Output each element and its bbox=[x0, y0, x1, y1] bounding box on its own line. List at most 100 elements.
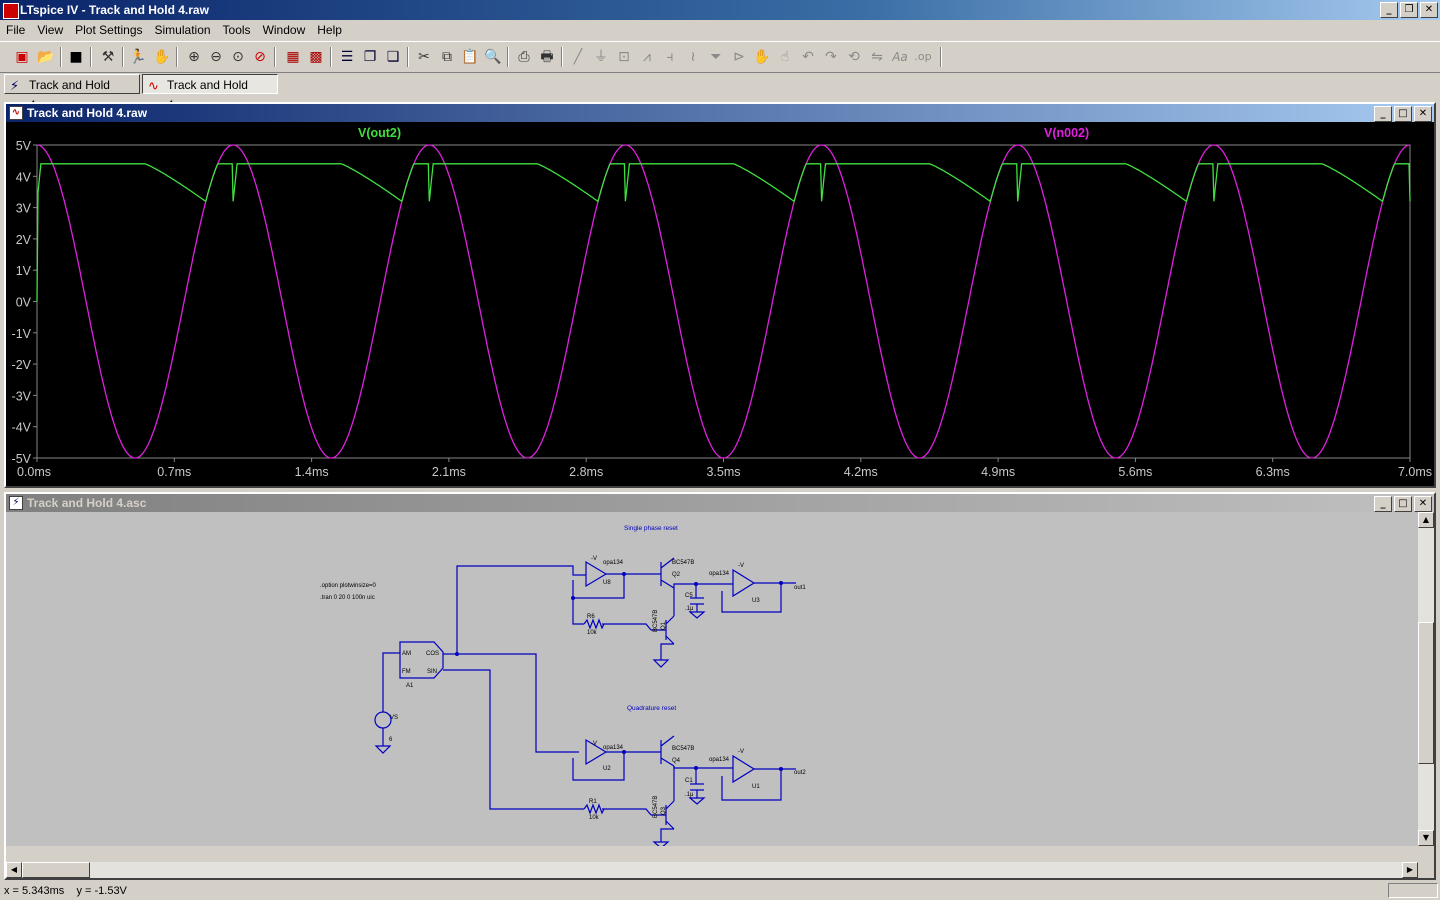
net-label-out2[interactable]: out2 bbox=[794, 770, 806, 776]
tile-icon[interactable]: ☰ bbox=[340, 49, 354, 65]
toolbar-separator bbox=[940, 47, 942, 67]
spice-directive-option[interactable]: .option plotwinsize=0 bbox=[320, 583, 377, 589]
menu-window[interactable]: Window bbox=[262, 23, 306, 37]
cascade-icon[interactable]: ❐ bbox=[363, 49, 377, 65]
cut-icon[interactable]: ✂ bbox=[418, 49, 430, 65]
horizontal-scroll-thumb[interactable] bbox=[22, 862, 90, 878]
zoom-out-icon[interactable]: ⊖ bbox=[210, 49, 222, 65]
tab-waveform[interactable]: ∿ Track and Hold 4.raw bbox=[142, 74, 278, 112]
capacitor-ref-c5: C5 bbox=[685, 593, 693, 599]
arrange-icon[interactable]: ❏ bbox=[386, 49, 400, 65]
schematic-horizontal-scrollbar[interactable]: ◀ ▶ bbox=[6, 862, 1418, 878]
component-icon[interactable]: ⊳ bbox=[733, 49, 745, 65]
new-schematic-icon[interactable]: ▣ bbox=[15, 49, 29, 65]
menu-simulation[interactable]: Simulation bbox=[154, 23, 211, 37]
move-icon[interactable]: ✋ bbox=[753, 49, 771, 65]
resistor-icon[interactable]: ⩘ bbox=[643, 49, 651, 65]
capacitor-icon[interactable]: ⫞ bbox=[666, 49, 674, 65]
opamp-u3[interactable] bbox=[732, 568, 756, 598]
minimize-button[interactable]: _ bbox=[1380, 2, 1398, 18]
find-icon[interactable]: 🔍 bbox=[484, 49, 502, 65]
tab-schematic[interactable]: ⚡ Track and Hold 4.asc bbox=[4, 74, 140, 112]
zoom-cancel-icon[interactable]: ⊘ bbox=[254, 49, 266, 65]
ltspice-app-icon[interactable] bbox=[3, 3, 19, 19]
plot-minimize-button[interactable]: _ bbox=[1374, 106, 1392, 122]
voltage-source-vs[interactable] bbox=[374, 711, 392, 729]
schematic-window-titlebar[interactable]: ⚡ Track and Hold 4.asc _ □ ✕ bbox=[6, 494, 1434, 512]
delete-trace-icon[interactable]: ▩ bbox=[309, 49, 323, 65]
ground-icon[interactable]: ⏚ bbox=[594, 49, 608, 65]
resistor-r6[interactable] bbox=[583, 618, 605, 630]
inductor-icon[interactable]: ≀ bbox=[690, 49, 696, 65]
plot-maximize-button[interactable]: □ bbox=[1394, 106, 1412, 122]
autorange-icon[interactable]: ▦ bbox=[286, 49, 300, 65]
paste-icon[interactable]: 📋 bbox=[461, 49, 479, 65]
wire bbox=[673, 583, 697, 598]
menu-file[interactable]: File bbox=[6, 23, 26, 37]
schematic-drawing[interactable]: .option plotwinsize=0 .tran 0 20 0 100n … bbox=[6, 512, 1418, 849]
restore-button[interactable]: ❐ bbox=[1400, 2, 1418, 18]
opamp-u2[interactable] bbox=[585, 738, 608, 766]
scroll-left-button[interactable]: ◀ bbox=[6, 862, 22, 878]
transistor-q1[interactable] bbox=[651, 615, 675, 645]
schematic-canvas[interactable]: .option plotwinsize=0 .tran 0 20 0 100n … bbox=[6, 512, 1418, 849]
schematic-vertical-scrollbar[interactable]: ▲ ▼ bbox=[1418, 512, 1434, 846]
wire-icon[interactable]: ╱ bbox=[573, 49, 583, 65]
modulator-a1[interactable] bbox=[399, 641, 444, 679]
series-line-vn002[interactable] bbox=[36, 144, 1411, 459]
print-setup-icon[interactable]: ⎙ bbox=[518, 49, 530, 65]
undo-icon[interactable]: ↶ bbox=[802, 49, 814, 65]
plot-window-titlebar[interactable]: ∿ Track and Hold 4.raw _ □ ✕ bbox=[6, 104, 1434, 122]
legend-label-vout2[interactable]: V(out2) bbox=[358, 126, 401, 140]
spice-directive-icon[interactable]: .op bbox=[914, 50, 932, 63]
label-icon[interactable]: ⊡ bbox=[618, 49, 630, 65]
zoom-in-icon[interactable]: ⊕ bbox=[188, 49, 200, 65]
scroll-up-button[interactable]: ▲ bbox=[1418, 512, 1434, 528]
scroll-right-button[interactable]: ▶ bbox=[1402, 862, 1418, 878]
transistor-q4[interactable] bbox=[656, 735, 675, 767]
menu-view[interactable]: View bbox=[37, 23, 64, 37]
menu-help[interactable]: Help bbox=[317, 23, 342, 37]
net-label-out1[interactable]: out1 bbox=[794, 585, 806, 591]
opamp-u8[interactable] bbox=[585, 560, 608, 588]
halt-icon[interactable]: ✋ bbox=[153, 49, 171, 65]
control-panel-icon[interactable]: ⚒ bbox=[101, 49, 115, 65]
capacitor-c1[interactable] bbox=[690, 783, 704, 791]
schematic-maximize-button[interactable]: □ bbox=[1394, 496, 1412, 512]
app-titlebar[interactable]: LTspice IV - Track and Hold 4.raw _ ❐ ✕ bbox=[0, 0, 1440, 20]
vertical-scroll-thumb[interactable] bbox=[1418, 622, 1434, 764]
print-icon[interactable]: 🖶 bbox=[540, 49, 554, 65]
copy-icon[interactable]: ⧉ bbox=[442, 49, 452, 65]
transistor-q2[interactable] bbox=[656, 557, 675, 589]
drag-icon[interactable]: ☝ bbox=[780, 49, 790, 65]
diode-icon[interactable]: ⏷ bbox=[710, 49, 722, 65]
menu-plot-settings[interactable]: Plot Settings bbox=[75, 23, 143, 37]
close-button[interactable]: ✕ bbox=[1420, 2, 1438, 18]
redo-icon[interactable]: ↷ bbox=[825, 49, 837, 65]
zoom-fit-icon[interactable]: ⊙ bbox=[232, 49, 244, 65]
capacitor-ref-c1: C1 bbox=[685, 778, 693, 784]
rotate-icon[interactable]: ⟲ bbox=[848, 49, 860, 65]
junction-dot bbox=[694, 582, 698, 586]
open-icon[interactable]: 📂 bbox=[37, 49, 55, 65]
heading-single-phase-reset[interactable]: Single phase reset bbox=[624, 525, 678, 532]
schematic-close-button[interactable]: ✕ bbox=[1414, 496, 1432, 512]
save-icon[interactable]: ■ bbox=[69, 49, 83, 65]
mirror-icon[interactable]: ⇋ bbox=[871, 49, 883, 65]
scroll-down-button[interactable]: ▼ bbox=[1418, 830, 1434, 846]
series-line-vout2[interactable] bbox=[36, 163, 1411, 302]
legend-label-vn002[interactable]: V(n002) bbox=[1044, 126, 1089, 140]
plot-close-button[interactable]: ✕ bbox=[1414, 106, 1432, 122]
heading-quadrature-reset[interactable]: Quadrature reset bbox=[627, 705, 676, 712]
menu-tools[interactable]: Tools bbox=[222, 23, 251, 37]
transistor-q3[interactable] bbox=[651, 800, 675, 830]
spice-directive-tran[interactable]: .tran 0 20 0 100n uic bbox=[320, 595, 375, 601]
opamp-u1[interactable] bbox=[732, 754, 756, 784]
capacitor-value: .1μ bbox=[685, 606, 694, 612]
schematic-minimize-button[interactable]: _ bbox=[1374, 496, 1392, 512]
text-icon[interactable]: Aa bbox=[892, 50, 908, 64]
resistor-r1[interactable] bbox=[583, 803, 605, 815]
run-icon[interactable]: 🏃 bbox=[129, 49, 147, 65]
